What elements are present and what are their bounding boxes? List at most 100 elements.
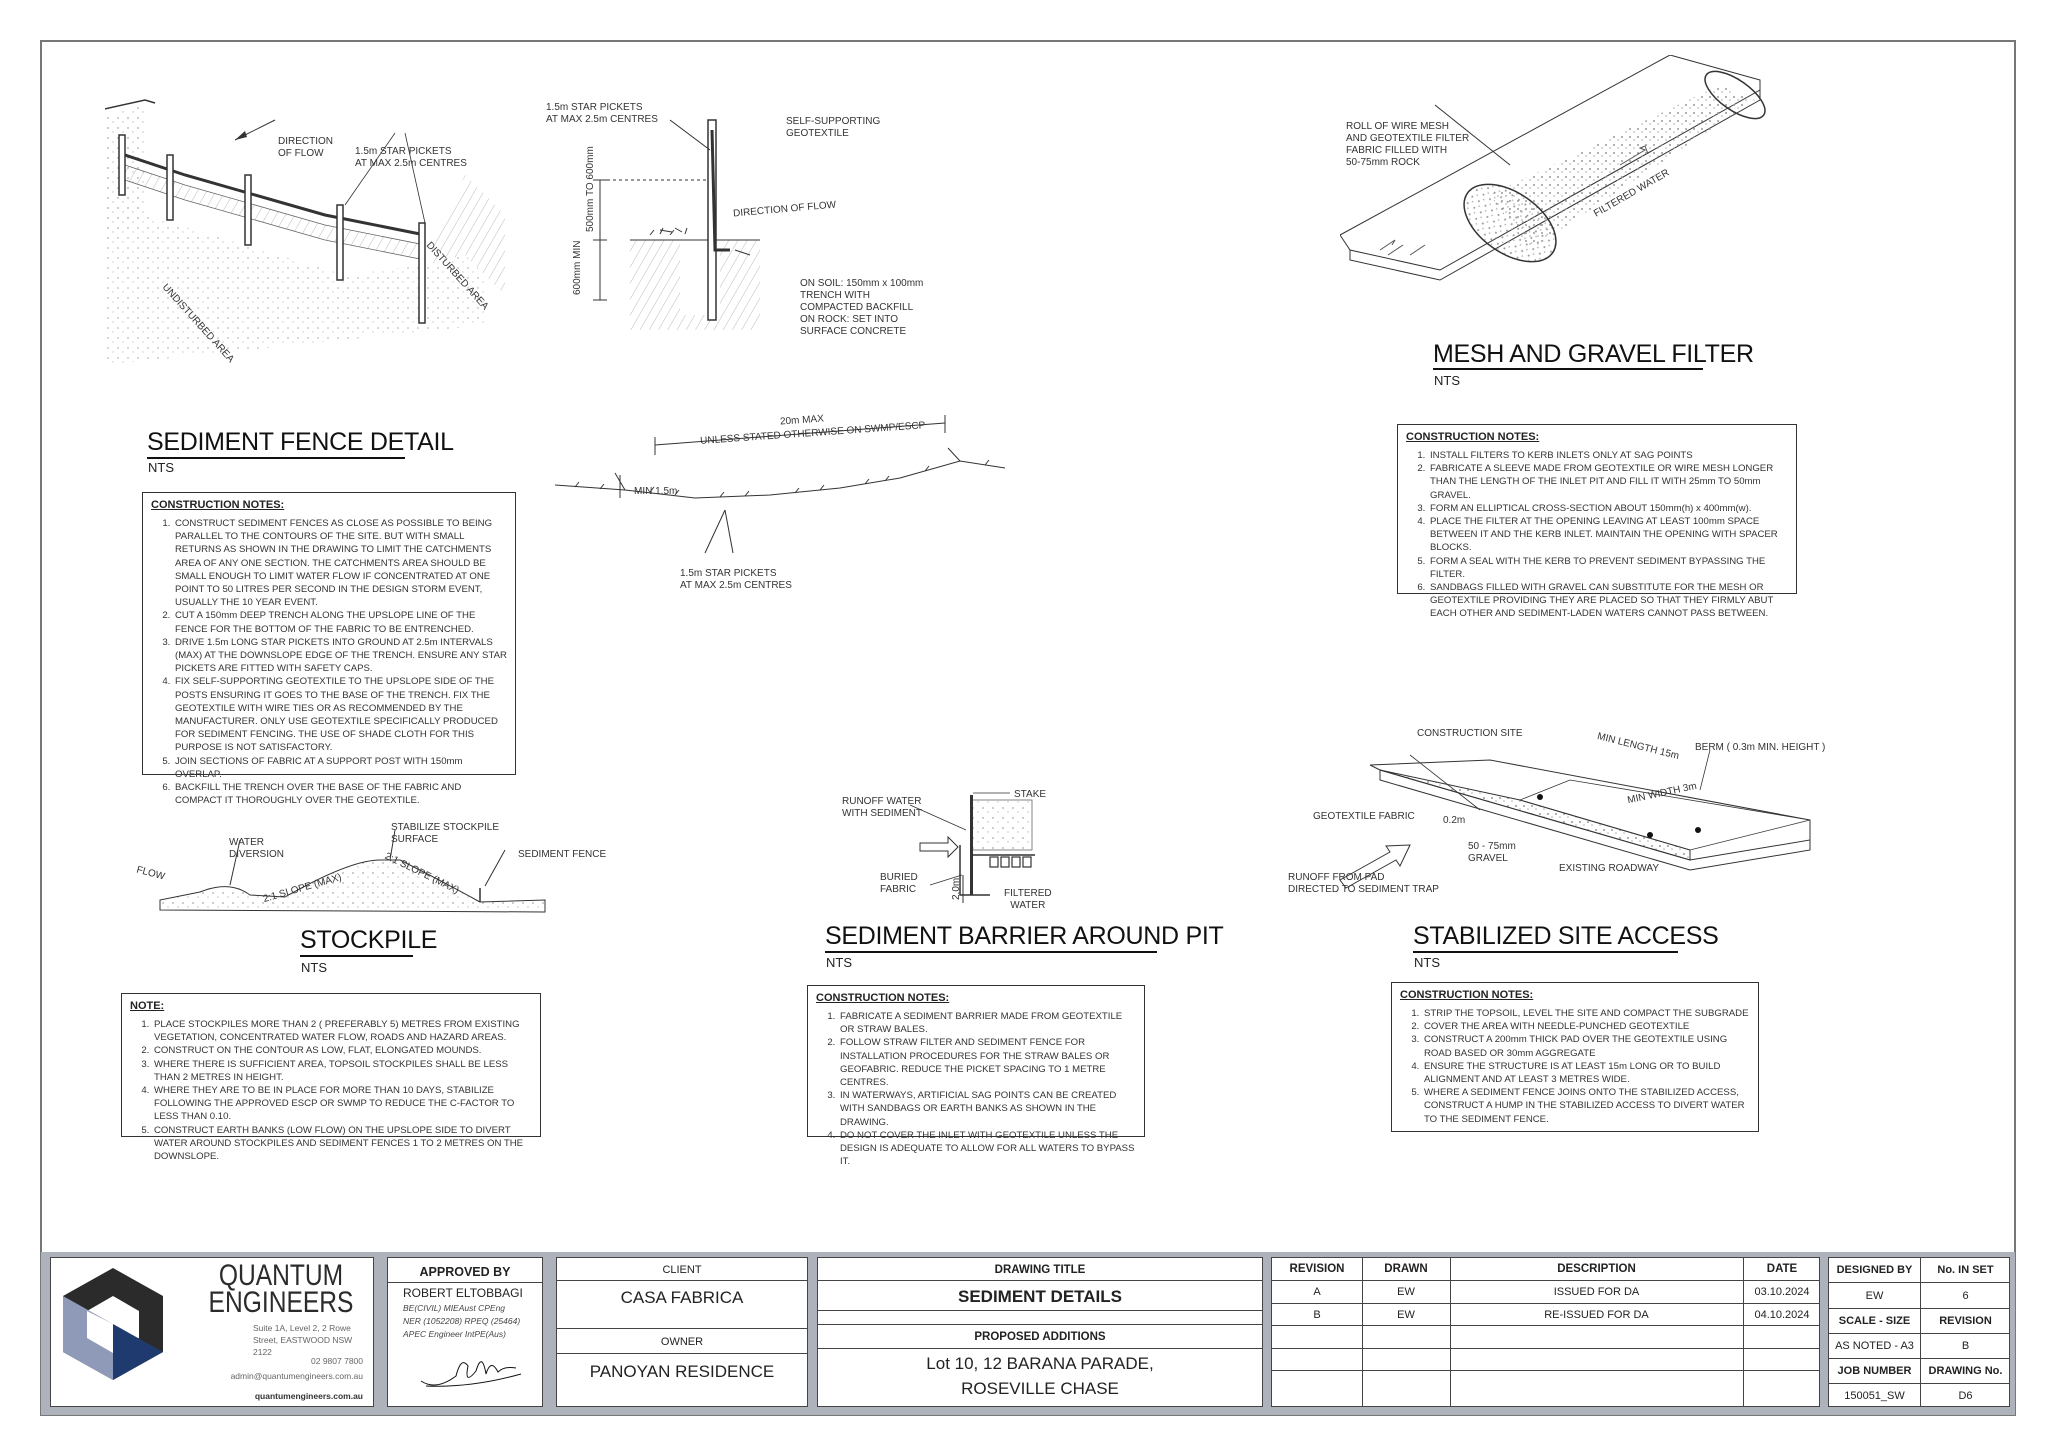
filtered-water-label: FILTERED WATER (1004, 888, 1052, 911)
approved-box: APPROVED BY ROBERT ELTOBBAGI BE(CIVIL) M… (387, 1257, 543, 1407)
company-email[interactable]: admin@quantumengineers.com.au (230, 1371, 363, 1381)
pit-barrier-diagram (909, 792, 1035, 903)
drawing-title-box: DRAWING TITLE SEDIMENT DETAILS PROPOSED … (817, 1257, 1263, 1407)
col-header-description: DESCRIPTION (1557, 1263, 1636, 1275)
project-address-line2: ROSEVILLE CHASE (961, 1379, 1119, 1398)
section-star-pickets-label: 1.5m STAR PICKETS AT MAX 2.5m CENTRES (546, 102, 658, 125)
note-item: FOLLOW STRAW FILTER AND SEDIMENT FENCE F… (838, 1036, 1136, 1089)
divider (1829, 1308, 2009, 1309)
runoff-pad-label: RUNOFF FROM PAD DIRECTED TO SEDIMENT TRA… (1288, 872, 1439, 895)
sediment-fence-notes: CONSTRUCTION NOTES: CONSTRUCT SEDIMENT F… (142, 492, 516, 806)
on-soil-label: ON SOIL: 150mm x 100mm TRENCH WITH COMPA… (800, 278, 924, 337)
roadway-label: EXISTING ROADWAY (1559, 863, 1660, 874)
company-website[interactable]: quantumengineers.com.au (254, 1391, 363, 1401)
title-underline (300, 955, 413, 957)
company-name: QUANTUM ENGINEERS (207, 1259, 355, 1318)
pit-barrier-notes: CONSTRUCTION NOTES: FABRICATE A SEDIMENT… (807, 985, 1145, 1167)
stockpile-diagram (159, 829, 546, 913)
notes-heading: NOTE: (130, 1000, 165, 1012)
company-address: Suite 1A, Level 2, 2 Rowe Street, EASTWO… (253, 1322, 363, 1358)
note-item: COVER THE AREA WITH NEEDLE-PUNCHED GEOTE… (1422, 1020, 1750, 1033)
water-diversion-label: WATER DIVERSION (229, 837, 285, 860)
sediment-fence-title: SEDIMENT FENCE DETAIL (147, 428, 454, 456)
divider (1272, 1280, 1819, 1281)
revision-value: B (1961, 1340, 1970, 1352)
note-item: FABRICATE A SLEEVE MADE FROM GEOTEXTILE … (1428, 462, 1788, 502)
note-item: WHERE THERE IS SUFFICIENT AREA, TOPSOIL … (152, 1058, 532, 1084)
note-item: IN WATERWAYS, ARTIFICIAL SAG POINTS CAN … (838, 1089, 1136, 1129)
divider (1829, 1358, 2009, 1359)
divider (1829, 1333, 2009, 1334)
site-access-title: STABILIZED SITE ACCESS (1413, 922, 1719, 950)
geotextile-fabric-label: GEOTEXTILE FABRIC (1313, 811, 1415, 822)
address-line1: Suite 1A, Level 2, 2 Rowe (253, 1323, 351, 1333)
address-line2: Street, EASTWOOD NSW 2122 (253, 1335, 353, 1357)
sheet-info-box: DESIGNED BY No. IN SET EW 6 SCALE - SIZE… (1828, 1257, 2010, 1407)
note-item: CUT A 150mm DEEP TRENCH ALONG THE UPSLOP… (173, 609, 507, 635)
approver-cred3: APEC Engineer IntPE(Aus) (403, 1329, 506, 1339)
table-cell: EW (1397, 1286, 1415, 1298)
note-item: DO NOT COVER THE INLET WITH GEOTEXTILE U… (838, 1129, 1136, 1169)
note-item: FIX SELF-SUPPORTING GEOTEXTILE TO THE UP… (173, 675, 507, 754)
scale-size-value: AS NOTED - A3 (1835, 1340, 1914, 1352)
scale-label: NTS (301, 960, 327, 975)
divider (557, 1280, 807, 1281)
notes-heading: CONSTRUCTION NOTES: (816, 992, 950, 1004)
notes-heading: CONSTRUCTION NOTES: (1400, 989, 1534, 1001)
dim-height-label: 500mm TO 600mm (585, 146, 596, 232)
divider (1272, 1370, 1819, 1371)
scale-label: NTS (1414, 955, 1440, 970)
note-item: WHERE A SEDIMENT FENCE JOINS ONTO THE ST… (1422, 1086, 1750, 1126)
divider (1920, 1258, 1921, 1406)
note-item: DRIVE 1.5m LONG STAR PICKETS INTO GROUND… (173, 636, 507, 676)
drawing-sheet (40, 40, 2016, 1416)
table-cell: ISSUED FOR DA (1553, 1286, 1640, 1298)
berm-label: BERM ( 0.3m MIN. HEIGHT ) (1695, 742, 1826, 753)
divider (388, 1282, 542, 1283)
min-return-label: MIN 1.5m (634, 486, 678, 497)
client-heading: CLIENT (662, 1264, 702, 1276)
table-cell: 03.10.2024 (1754, 1286, 1810, 1298)
divider (1743, 1258, 1744, 1406)
divider (1272, 1303, 1819, 1304)
gravel-label: 50 - 75mm GRAVEL (1468, 841, 1516, 864)
note-item: PLACE STOCKPILES MORE THAN 2 ( PREFERABL… (152, 1018, 532, 1044)
company-name-line1: QUANTUM (218, 1259, 344, 1292)
note-item: STRIP THE TOPSOIL, LEVEL THE SITE AND CO… (1422, 1007, 1750, 1020)
approver-cred2: NER (1052208) RPEQ (25464) (403, 1316, 521, 1326)
col-header-revision: REVISION (1289, 1263, 1345, 1275)
stockpile-notes: NOTE: PLACE STOCKPILES MORE THAN 2 ( PRE… (121, 993, 541, 1162)
owner-value: PANOYAN RESIDENCE (589, 1362, 775, 1381)
client-box: CLIENT CASA FABRICA OWNER PANOYAN RESIDE… (556, 1257, 808, 1407)
table-cell: A (1313, 1286, 1321, 1298)
runoff-label: RUNOFF WATER WITH SEDIMENT (842, 796, 922, 819)
divider (1450, 1258, 1451, 1406)
mesh-filter-diagram (1340, 55, 1766, 281)
divider (818, 1324, 1262, 1325)
approved-heading: APPROVED BY (419, 1265, 511, 1279)
plan-star-pickets-label: 1.5m STAR PICKETS AT MAX 2.5m CENTRES (680, 568, 792, 591)
table-cell: RE-ISSUED FOR DA (1544, 1309, 1649, 1321)
client-value: CASA FABRICA (620, 1288, 744, 1307)
title-underline (147, 457, 405, 459)
scale-size-label: SCALE - SIZE (1838, 1315, 1911, 1327)
dim-min-label: 600mm MIN (572, 240, 583, 295)
note-item: FABRICATE A SEDIMENT BARRIER MADE FROM G… (838, 1010, 1136, 1036)
mesh-filter-title: MESH AND GRAVEL FILTER (1433, 340, 1754, 368)
table-cell: B (1313, 1309, 1321, 1321)
col-header-date: DATE (1766, 1263, 1798, 1275)
site-access-notes: CONSTRUCTION NOTES: STRIP THE TOPSOIL, L… (1391, 982, 1759, 1132)
revision-label: REVISION (1939, 1315, 1992, 1327)
signature-icon (420, 1361, 522, 1387)
notes-heading: CONSTRUCTION NOTES: (1406, 431, 1540, 443)
designed-by-value: EW (1865, 1289, 1884, 1302)
approver-cred1: BE(CIVIL) MIEAust CPEng (403, 1303, 506, 1313)
divider (818, 1348, 1262, 1349)
note-item: FORM A SEAL WITH THE KERB TO PREVENT SED… (1428, 555, 1788, 581)
note-item: ENSURE THE STRUCTURE IS AT LEAST 15m LON… (1422, 1060, 1750, 1086)
buried-fabric-label: BURIED FABRIC (880, 872, 918, 895)
col-header-drawn: DRAWN (1384, 1263, 1428, 1275)
note-item: WHERE THEY ARE TO BE IN PLACE FOR MORE T… (152, 1084, 532, 1124)
table-cell: 04.10.2024 (1754, 1309, 1810, 1321)
drawing-title-value: SEDIMENT DETAILS (957, 1287, 1123, 1306)
